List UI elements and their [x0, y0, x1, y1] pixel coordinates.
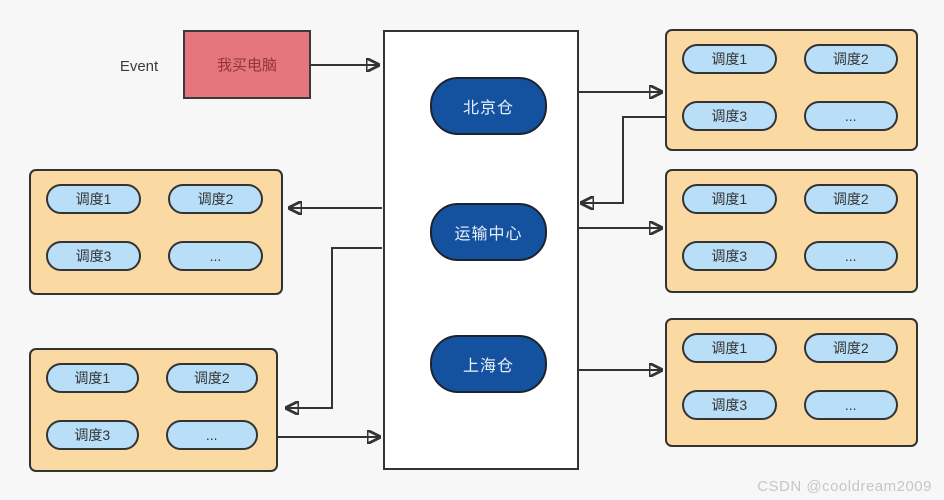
dispatch-pill: 调度3 [682, 101, 777, 131]
hub-container: 北京仓 运输中心 上海仓 [383, 30, 579, 470]
dispatch-pill: ... [803, 390, 898, 420]
dispatch-pill: ... [803, 241, 898, 271]
hub-node-transport-center: 运输中心 [430, 203, 547, 261]
dispatch-group-left-top: 调度1 调度2 调度3 ... [29, 169, 283, 295]
dispatch-pill: 调度1 [46, 363, 139, 393]
dispatch-pill: 调度2 [168, 184, 263, 214]
hub-node-beijing-warehouse: 北京仓 [430, 77, 547, 135]
dispatch-pill: 调度2 [803, 44, 898, 74]
arrow-right-top-to-hub [582, 116, 665, 203]
arrow-hub-to-left-bottom [287, 247, 382, 408]
dispatch-pill: 调度3 [682, 390, 777, 420]
event-label: Event [119, 58, 159, 75]
watermark: CSDN @cooldream2009 [757, 478, 932, 495]
dispatch-group-left-bottom: 调度1 调度2 调度3 ... [29, 348, 278, 472]
dispatch-pill: 调度3 [46, 420, 139, 450]
event-box-label: 我买电脑 [216, 57, 277, 74]
hub-node-shanghai-warehouse: 上海仓 [430, 335, 547, 393]
dispatch-pill: 调度2 [165, 363, 258, 393]
event-box: 我买电脑 [183, 30, 311, 99]
dispatch-pill: 调度1 [682, 184, 777, 214]
dispatch-pill: 调度1 [46, 184, 141, 214]
dispatch-group-right-bottom: 调度1 调度2 调度3 ... [665, 318, 918, 447]
dispatch-pill: ... [165, 420, 258, 450]
dispatch-group-right-top: 调度1 调度2 调度3 ... [665, 29, 918, 151]
dispatch-pill: 调度3 [46, 241, 141, 271]
dispatch-pill: 调度2 [803, 333, 898, 363]
dispatch-group-right-middle: 调度1 调度2 调度3 ... [665, 169, 918, 293]
dispatch-pill: 调度3 [682, 241, 777, 271]
dispatch-pill: 调度1 [682, 333, 777, 363]
dispatch-pill: ... [803, 101, 898, 131]
dispatch-pill: 调度1 [682, 44, 777, 74]
dispatch-pill: ... [168, 241, 263, 271]
dispatch-pill: 调度2 [803, 184, 898, 214]
